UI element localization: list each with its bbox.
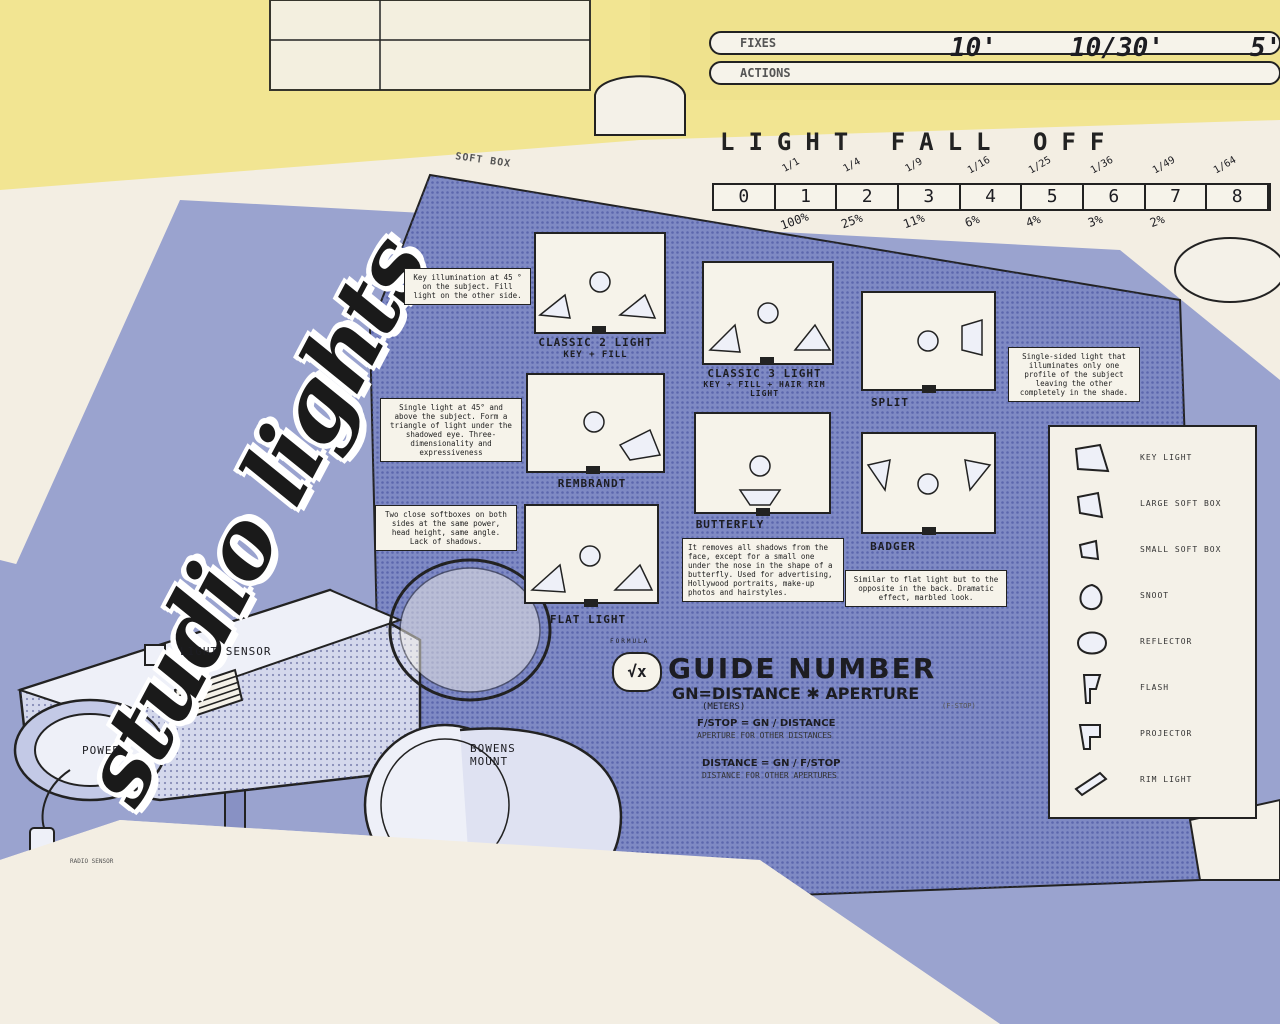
legend-panel: KEY LIGHT LARGE SOFT BOX SMALL SOFT BOX SNO… <box>1048 425 1257 819</box>
subject-icon <box>917 473 939 495</box>
softbox-icon <box>961 318 983 356</box>
legend-icon <box>1079 583 1103 611</box>
softbox-icon <box>618 293 657 319</box>
top-value: 5' <box>1250 33 1280 63</box>
distance-formula-sub: DISTANCE FOR OTHER APERTURES <box>702 771 837 780</box>
camera-icon <box>756 508 770 516</box>
softbox-icon <box>538 293 571 319</box>
subject-icon <box>579 545 601 567</box>
fall-off-cell: 5 <box>1022 185 1084 209</box>
setup-sub: KEY + FILL + HAIR RIM LIGHT <box>703 380 826 398</box>
legend-label: RIM LIGHT <box>1140 775 1193 784</box>
legend-icon <box>1074 771 1108 797</box>
guide-number-block: √x FORMULA GUIDE NUMBER GN=DISTANCE ✱ AP… <box>610 638 1032 798</box>
setup-name: BADGER <box>870 540 916 553</box>
subject-icon <box>917 330 939 352</box>
fstop-formula: F/STOP = GN / DISTANCE <box>697 718 836 729</box>
units-fstop: (F-STOP) <box>942 702 976 710</box>
fstop-formula-sub: APERTURE FOR OTHER DISTANCES <box>697 731 832 740</box>
actions-label: ACTIONS <box>740 66 791 80</box>
radio-sensor-label: RADIO SENSOR <box>70 858 114 865</box>
top-value: 10' <box>950 33 997 63</box>
fall-off-cell: 1 <box>776 185 838 209</box>
legend-label: SNOOT <box>1140 591 1170 600</box>
legend-item: SNOOT <box>1070 579 1260 619</box>
setup-note: It removes all shadows from the face, ex… <box>682 538 844 602</box>
legend-label: PROJECTOR <box>1140 729 1193 738</box>
legend-icon <box>1078 539 1100 561</box>
softbox-icon <box>738 489 782 506</box>
formula-icon: √x <box>612 652 662 692</box>
softbox-icon <box>964 459 992 492</box>
setup-name: CLASSIC 3 LIGHT <box>707 367 822 380</box>
legend-label: KEY LIGHT <box>1140 453 1193 462</box>
legend-icon <box>1082 674 1102 704</box>
softbox-icon <box>613 563 654 591</box>
distance-formula: DISTANCE = GN / F/STOP <box>702 758 841 769</box>
subject-icon <box>583 411 605 433</box>
softbox-icon <box>793 323 832 351</box>
subject-icon <box>757 302 779 324</box>
setup-name: BUTTERFLY <box>695 518 765 531</box>
fall-off-cell: 7 <box>1146 185 1208 209</box>
legend-item: REFLECTOR <box>1070 625 1260 665</box>
units-meters: (METERS) <box>702 702 746 712</box>
legend-item: SMALL SOFT BOX <box>1070 533 1260 573</box>
camera-icon <box>760 357 774 365</box>
camera-icon <box>922 385 936 393</box>
power-label: POWER <box>82 744 121 757</box>
legend-icon <box>1076 631 1108 655</box>
bowens-mount-label: BOWENS MOUNT <box>470 742 516 768</box>
fall-off-cell: 3 <box>899 185 961 209</box>
softbox-icon <box>530 563 566 593</box>
softbox-icon <box>618 428 662 461</box>
legend-icon <box>1074 443 1110 473</box>
formula-label: FORMULA <box>610 638 650 645</box>
legend-item: RIM LIGHT <box>1070 763 1260 803</box>
legend-label: FLASH <box>1140 683 1170 692</box>
softbox-icon <box>866 459 891 492</box>
fall-off-cell: 0 <box>714 185 776 209</box>
setup-note: Two close softboxes on both sides at the… <box>375 505 517 551</box>
setup-note: Similar to flat light but to the opposit… <box>845 570 1007 607</box>
setup-note: Single light at 45° and above the subjec… <box>380 398 522 462</box>
setup-name: CLASSIC 2 LIGHT <box>538 336 653 349</box>
setup-note: Single-sided light that illuminates only… <box>1008 347 1140 402</box>
light-fall-off-title: LIGHT FALL OFF <box>720 128 1119 156</box>
legend-item: KEY LIGHT <box>1070 441 1260 481</box>
legend-label: LARGE SOFT BOX <box>1140 499 1222 508</box>
subject-icon <box>589 271 611 293</box>
fall-off-cell: 6 <box>1084 185 1146 209</box>
legend-icon <box>1076 491 1104 519</box>
setup-name: FLAT LIGHT <box>549 613 627 626</box>
setup-note: Key illumination at 45 ° on the subject.… <box>404 268 531 305</box>
legend-label: SMALL SOFT BOX <box>1140 545 1222 554</box>
top-value: 10/30' <box>1070 33 1164 63</box>
setup-sub: KEY + FILL <box>563 350 628 360</box>
subject-icon <box>749 455 771 477</box>
legend-item: FLASH <box>1070 671 1260 711</box>
legend-label: REFLECTOR <box>1140 637 1193 646</box>
camera-icon <box>592 326 606 334</box>
camera-icon <box>922 527 936 535</box>
guide-number-formula: GN=DISTANCE ✱ APERTURE <box>672 684 920 703</box>
camera-icon <box>586 466 600 474</box>
fixes-label: FIXES <box>740 36 777 50</box>
legend-item: LARGE SOFT BOX <box>1070 487 1260 527</box>
camera-icon <box>584 599 598 607</box>
light-sensor-label: LIGHT SENSOR <box>180 645 272 658</box>
softbox-icon <box>708 323 741 353</box>
legend-icon <box>1078 724 1101 750</box>
legend-item: PROJECTOR <box>1070 717 1260 757</box>
fall-off-cell: 8 <box>1207 185 1269 209</box>
setup-name: REMBRANDT <box>557 477 627 490</box>
setup-name: SPLIT <box>870 396 910 409</box>
fall-off-cell: 4 <box>961 185 1023 209</box>
guide-number-title: GUIDE NUMBER <box>668 652 937 685</box>
fall-off-cell: 2 <box>837 185 899 209</box>
